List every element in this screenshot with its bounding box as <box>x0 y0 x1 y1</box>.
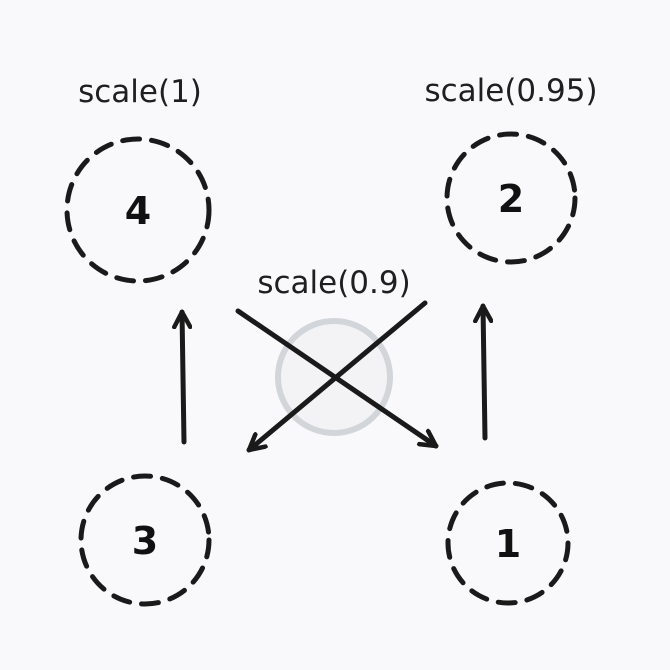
label-scale-0-95: scale(0.95) <box>424 73 597 109</box>
arrow-1-to-2 <box>483 303 485 441</box>
label-scale-1: scale(1) <box>78 74 202 110</box>
arrow-2-to-3 <box>246 300 428 453</box>
label-scale-0-9: scale(0.9) <box>257 265 410 301</box>
arrow-3-to-4 <box>182 309 184 445</box>
circle-1: 1 <box>445 480 571 606</box>
circle-number: 2 <box>498 177 524 221</box>
circle-3: 3 <box>78 473 212 607</box>
circle-number: 3 <box>132 519 158 563</box>
circle-4: 4 <box>64 136 212 284</box>
circle-number: 4 <box>125 189 151 233</box>
circle-2: 2 <box>444 131 578 265</box>
circle-number: 1 <box>495 522 521 566</box>
